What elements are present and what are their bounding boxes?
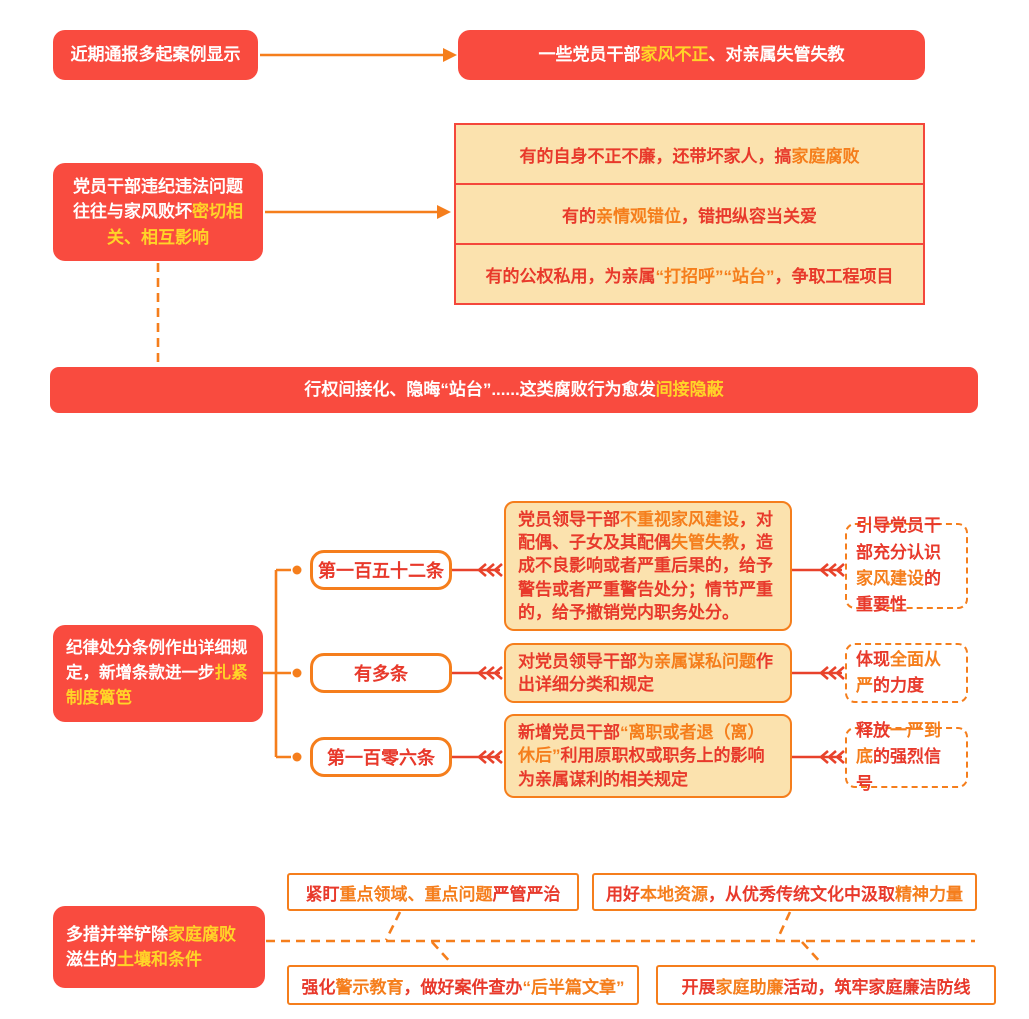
takeaway-1-text: 引导党员干部充分认识家风建设的重要性 [856, 516, 941, 615]
article-152-pill: 第一百五十二条 [310, 550, 452, 590]
regulation-intro-text: 纪律处分条例作出详细规定，新增条款进一步扎紧制度篱笆 [66, 639, 248, 707]
measures-dashed-connectors [266, 911, 975, 965]
case-source-text: 近期通报多起案例显示 [70, 45, 241, 65]
cause-text: 党员干部违纪违法问题往往与家风败坏密切相关、相互影响 [73, 176, 243, 247]
case-source-box: 近期通报多起案例显示 [53, 30, 258, 80]
article-multi-pill: 有多条 [310, 653, 452, 693]
measure-4-text: 开展家庭助廉活动，筑牢家庭廉洁防线 [681, 977, 971, 997]
example-row-3: 有的公权私用，为亲属“打招呼”“站台”，争取工程项目 [456, 243, 923, 303]
article-multi-label: 有多条 [354, 664, 408, 684]
measure-3-text: 强化警示教育，做好案件查办“后半篇文章” [301, 977, 625, 997]
example-row-2-text: 有的亲情观错位，错把纵容当关爱 [562, 206, 817, 226]
regulation-intro-box: 纪律处分条例作出详细规定，新增条款进一步扎紧制度篱笆 [53, 625, 263, 722]
article-106-detail-box: 新增党员干部“离职或者退（离）休后”利用原职权或职务上的影响为亲属谋利的相关规定 [504, 714, 792, 798]
article-106-pill: 第一百零六条 [310, 737, 452, 777]
detail-to-takeaway-chevrons [819, 562, 846, 765]
finding-box: 一些党员干部家风不正、对亲属失管失教 [458, 30, 925, 80]
detail-to-takeaway-connectors [792, 568, 842, 759]
bracket-connector [263, 565, 302, 762]
measures-lead-box: 多措并举铲除家庭腐败滋生的土壤和条件 [53, 906, 265, 988]
article-multi-detail-text: 对党员领导干部为亲属谋私问题作出详细分类和规定 [518, 651, 773, 694]
arrow-source-to-finding [260, 48, 457, 62]
article-to-detail-chevrons [477, 562, 504, 765]
takeaway-box-1: 引导党员干部充分认识家风建设的重要性 [845, 516, 968, 614]
cause-box: 党员干部违纪违法问题往往与家风败坏密切相关、相互影响 [53, 163, 263, 261]
article-106-label: 第一百零六条 [327, 748, 435, 768]
article-106-detail-text: 新增党员干部“离职或者退（离）休后”利用原职权或职务上的影响为亲属谋利的相关规定 [518, 723, 765, 789]
measure-box-4: 开展家庭助廉活动，筑牢家庭廉洁防线 [656, 965, 996, 1005]
article-152-label: 第一百五十二条 [318, 561, 444, 581]
measure-box-3: 强化警示教育，做好案件查办“后半篇文章” [287, 965, 639, 1005]
example-row-1: 有的自身不正不廉，还带坏家人，搞家庭腐败 [456, 125, 923, 183]
article-multi-detail-box: 对党员领导干部为亲属谋私问题作出详细分类和规定 [504, 643, 792, 703]
arrow-cause-to-examples [265, 205, 451, 219]
examples-table: 有的自身不正不廉，还带坏家人，搞家庭腐败 有的亲情观错位，错把纵容当关爱 有的公… [454, 123, 925, 305]
measure-2-text: 用好本地资源，从优秀传统文化中汲取精神力量 [606, 884, 963, 904]
example-row-3-text: 有的公权私用，为亲属“打招呼”“站台”，争取工程项目 [485, 266, 894, 286]
article-152-detail-text: 党员领导干部不重视家风建设，对配偶、子女及其配偶失管失教，造成不良影响或者严重后… [518, 510, 773, 622]
example-row-1-text: 有的自身不正不廉，还带坏家人，搞家庭腐败 [519, 146, 860, 166]
measure-box-1: 紧盯重点领域、重点问题严管严治 [287, 873, 579, 911]
measure-box-2: 用好本地资源，从优秀传统文化中汲取精神力量 [592, 873, 977, 911]
takeaway-box-3: 释放一严到底的强烈信号 [845, 721, 968, 793]
takeaway-box-2: 体现全面从严的力度 [845, 643, 968, 703]
article-to-detail-connectors [452, 568, 500, 759]
measures-lead-text: 多措并举铲除家庭腐败滋生的土壤和条件 [66, 924, 236, 970]
example-row-2: 有的亲情观错位，错把纵容当关爱 [456, 183, 923, 243]
conclusion-banner-text: 行权间接化、隐晦“站台”......这类腐败行为愈发间接隐蔽 [304, 380, 724, 400]
takeaway-2-text: 体现全面从严的力度 [856, 649, 941, 695]
takeaway-3-text: 释放一严到底的强烈信号 [856, 720, 941, 793]
conclusion-banner: 行权间接化、隐晦“站台”......这类腐败行为愈发间接隐蔽 [50, 367, 978, 413]
finding-text: 一些党员干部家风不正、对亲属失管失教 [538, 45, 845, 65]
article-152-detail-box: 党员领导干部不重视家风建设，对配偶、子女及其配偶失管失教，造成不良影响或者严重后… [504, 501, 792, 631]
measure-1-text: 紧盯重点领域、重点问题严管严治 [305, 884, 561, 904]
